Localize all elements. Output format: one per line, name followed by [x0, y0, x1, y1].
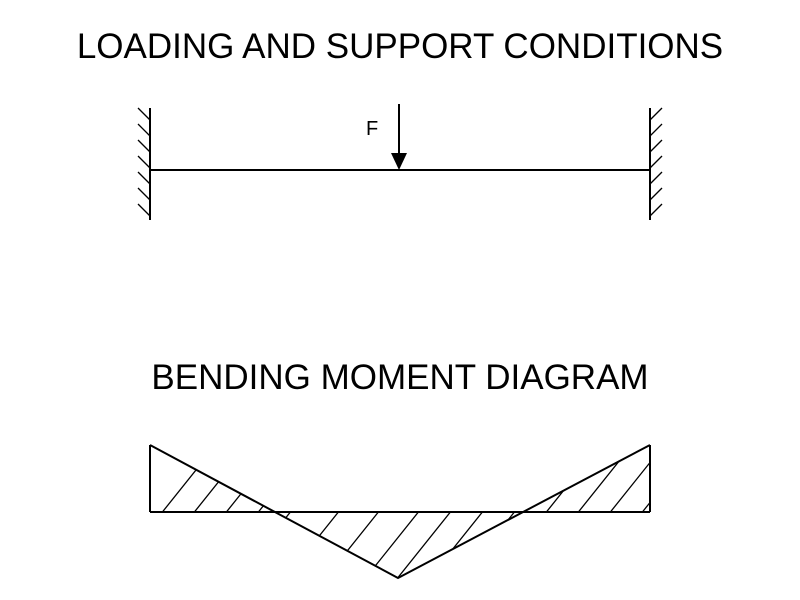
force-label: F: [366, 118, 378, 140]
bending-moment-diagram: [149, 444, 651, 580]
moment-title: BENDING MOMENT DIAGRAM: [151, 358, 649, 397]
left-fixed-support: [137, 107, 151, 220]
left-support-hatching: [137, 107, 151, 217]
force-arrow: [391, 104, 407, 170]
right-support-hatching: [649, 107, 663, 217]
force-arrow-head: [391, 153, 407, 170]
moment-outline: [149, 444, 651, 580]
loading-title: LOADING AND SUPPORT CONDITIONS: [76, 27, 724, 66]
right-fixed-support: [649, 107, 663, 220]
